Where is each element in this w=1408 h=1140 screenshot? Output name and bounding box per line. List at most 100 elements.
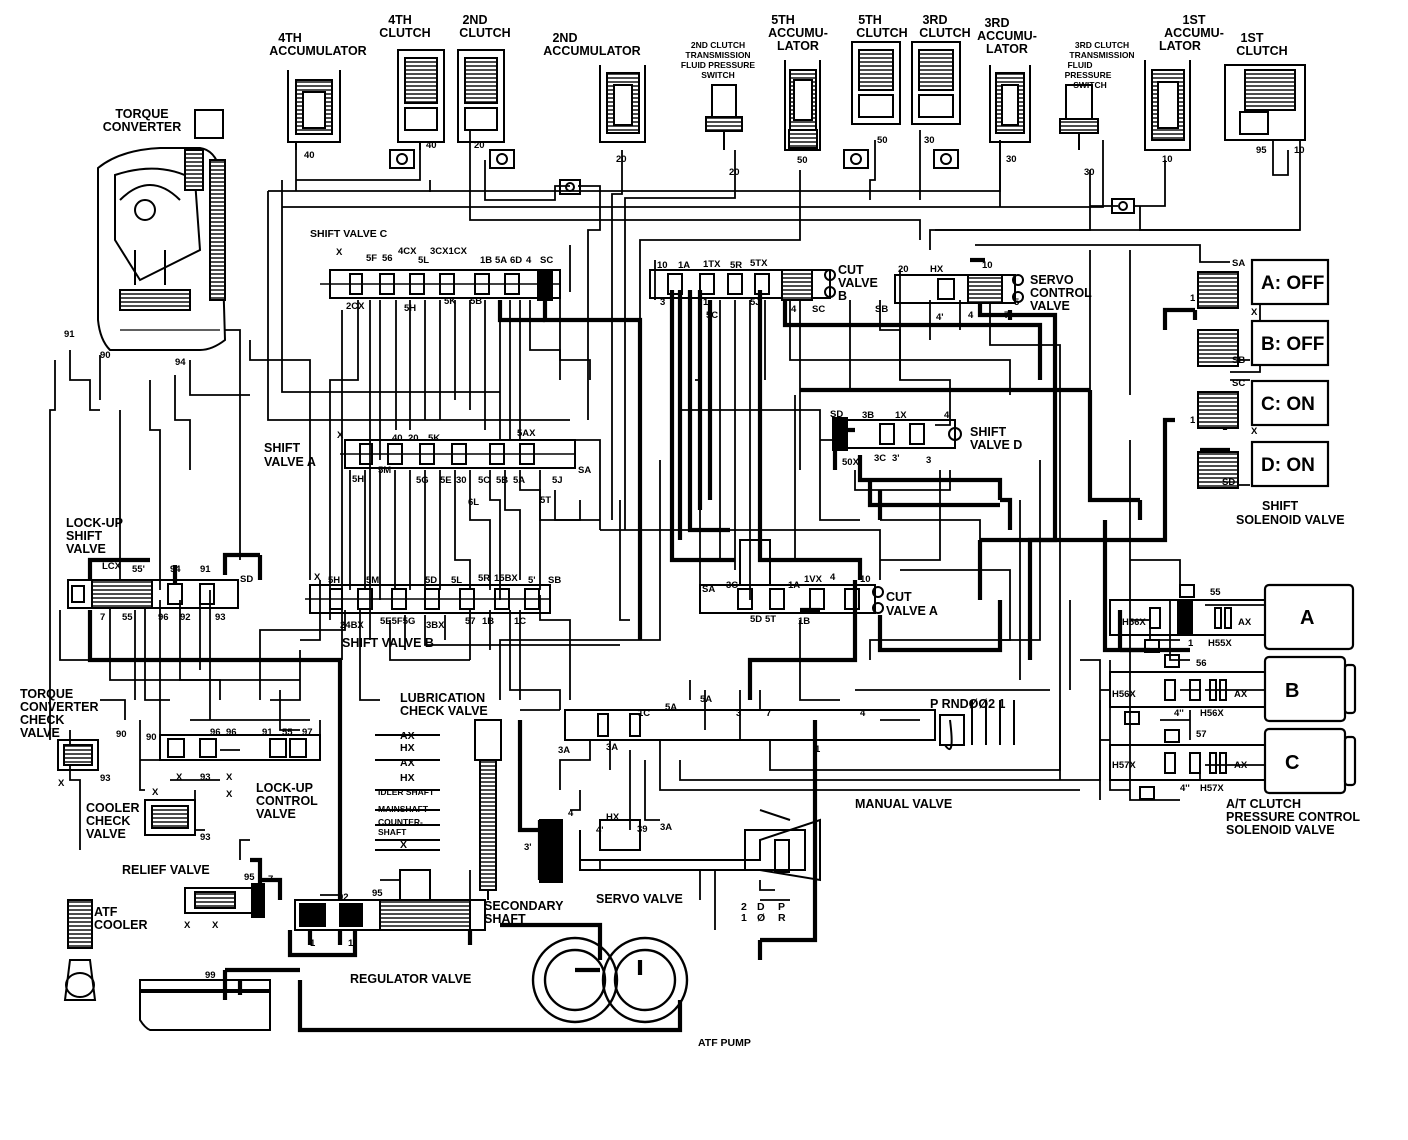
port-numbers: 91 90 94 40 40 20 20 20 50 50 30 30 30 1… <box>58 135 1305 981</box>
pressure-switch-2nd <box>705 84 743 150</box>
tc-check-valve-body <box>57 739 99 771</box>
torque-converter <box>97 109 227 351</box>
clutch-1st <box>1224 64 1306 141</box>
port-label: 50 <box>877 135 888 146</box>
lockup-shift-valve-body <box>67 579 239 609</box>
port-label: 6L <box>468 497 479 508</box>
port-label: 1 <box>310 938 316 949</box>
manual-valve-body <box>564 700 1015 751</box>
port-label: 7 <box>268 874 273 885</box>
port-label: 3CX1CX <box>430 246 468 257</box>
port-label: H56X <box>1122 617 1146 628</box>
port-label: 4'' <box>1174 708 1184 719</box>
lube-x: X <box>400 839 407 851</box>
port-label: 5K <box>428 433 440 444</box>
label-atf-pump: ATF PUMP <box>698 1037 751 1049</box>
port-label: 40 <box>392 433 403 444</box>
port-label: 5C <box>706 310 718 321</box>
port-label: 4 <box>526 255 532 266</box>
port-label: 24BX <box>340 620 364 631</box>
accumulator-5th <box>784 60 821 151</box>
port-label: X <box>58 778 65 789</box>
port-label: 94 <box>170 564 181 575</box>
port-label: X <box>176 772 183 783</box>
port-label: 92 <box>338 892 349 903</box>
port-label: 4 <box>944 410 950 421</box>
port-label: HX <box>930 264 944 275</box>
port-label: 5F <box>366 253 377 264</box>
port-label: 92 <box>180 612 191 623</box>
pressure-solenoid-boxes <box>1263 583 1357 795</box>
port-label: 5E <box>440 475 452 486</box>
port-label: 1 <box>1188 638 1194 649</box>
shift-valve-c-body <box>320 269 561 301</box>
port-label: 1 <box>1190 293 1196 304</box>
lube-ax-2: AX <box>400 757 415 769</box>
port-label: 20 <box>474 140 485 151</box>
servo-pos-2: 2 <box>741 901 747 913</box>
port-label: 93 <box>200 772 211 783</box>
port-label: 3 <box>736 708 741 719</box>
port-label: 3A <box>660 822 672 833</box>
port-label: SC <box>812 304 825 315</box>
accumulator-4th <box>287 70 341 150</box>
port-label: 5M <box>366 575 379 586</box>
port-label: 4 <box>860 708 866 719</box>
port-label: 90 <box>146 732 157 743</box>
port-label: 91 <box>64 329 75 340</box>
port-label: 56 <box>382 253 393 264</box>
port-label: LCX <box>102 561 122 572</box>
port-label: 15BX <box>494 573 518 584</box>
port-label: SA <box>702 584 715 595</box>
port-label: 2CX <box>346 301 365 312</box>
port-label: X <box>1251 307 1258 318</box>
thin-lines <box>49 120 1301 940</box>
port-label: 1VX <box>804 574 823 585</box>
port-label: 20 <box>616 154 627 165</box>
port-label: 1A <box>788 580 800 591</box>
port-label: AX <box>1234 760 1248 771</box>
port-label: 1X <box>895 410 907 421</box>
port-label: 4 <box>830 572 836 583</box>
port-label: H56X <box>1112 689 1136 700</box>
accumulator-1st <box>1144 60 1191 151</box>
port-label: 57 <box>465 616 476 627</box>
lube-shaft: SHAFT <box>378 827 407 837</box>
port-label: X <box>226 772 233 783</box>
port-label: 20 <box>408 433 419 444</box>
port-label: 5A <box>700 694 712 705</box>
port-label: 10 <box>657 260 668 271</box>
port-label: 99 <box>205 970 216 981</box>
lube-hx-1: HX <box>400 742 415 754</box>
port-label: 5K <box>444 296 456 307</box>
port-label: 3' <box>524 842 532 853</box>
label-shift-valve-c: SHIFT VALVE C <box>310 228 388 240</box>
port-label: 5H <box>404 303 416 314</box>
port-label: 30 <box>924 135 935 146</box>
shift-valve-a-body <box>340 439 576 469</box>
port-label: 1B <box>798 616 810 627</box>
atf-cooler-body <box>63 899 97 1001</box>
port-label: 5R <box>730 260 742 271</box>
port-label: 4 <box>968 310 974 321</box>
port-label: 55 <box>1210 587 1221 598</box>
port-label: AX <box>1234 689 1248 700</box>
port-label: 5L <box>451 575 462 586</box>
shift-valve-b-body <box>305 584 551 614</box>
port-label: 5T <box>540 495 551 506</box>
shift-solenoid-bodies <box>1197 271 1239 489</box>
pressure-solenoid-a-letter: A <box>1300 607 1314 629</box>
servo-pos-r: R <box>778 912 786 924</box>
solenoid-b-state: B: OFF <box>1261 334 1324 355</box>
shift-solenoid-state-boxes <box>1250 258 1330 488</box>
port-label: 40 <box>426 140 437 151</box>
port-label: 1C <box>514 616 526 627</box>
